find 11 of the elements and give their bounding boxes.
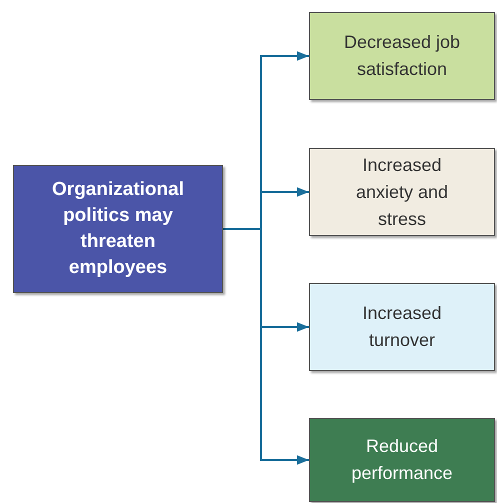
process-box	[13, 165, 223, 293]
box-label: Increased anxiety and stress	[354, 154, 450, 230]
connector-arrow	[223, 228, 309, 465]
process-box	[309, 12, 495, 100]
process-box	[309, 283, 495, 371]
box-label: Reduced performance	[350, 435, 454, 485]
box-label: Increased turnover	[361, 302, 443, 352]
process-box	[309, 148, 495, 236]
box-label: Organizational politics may threaten employees	[51, 178, 185, 280]
process-box	[309, 418, 495, 502]
box-label: Decreased job satisfaction	[342, 31, 462, 81]
